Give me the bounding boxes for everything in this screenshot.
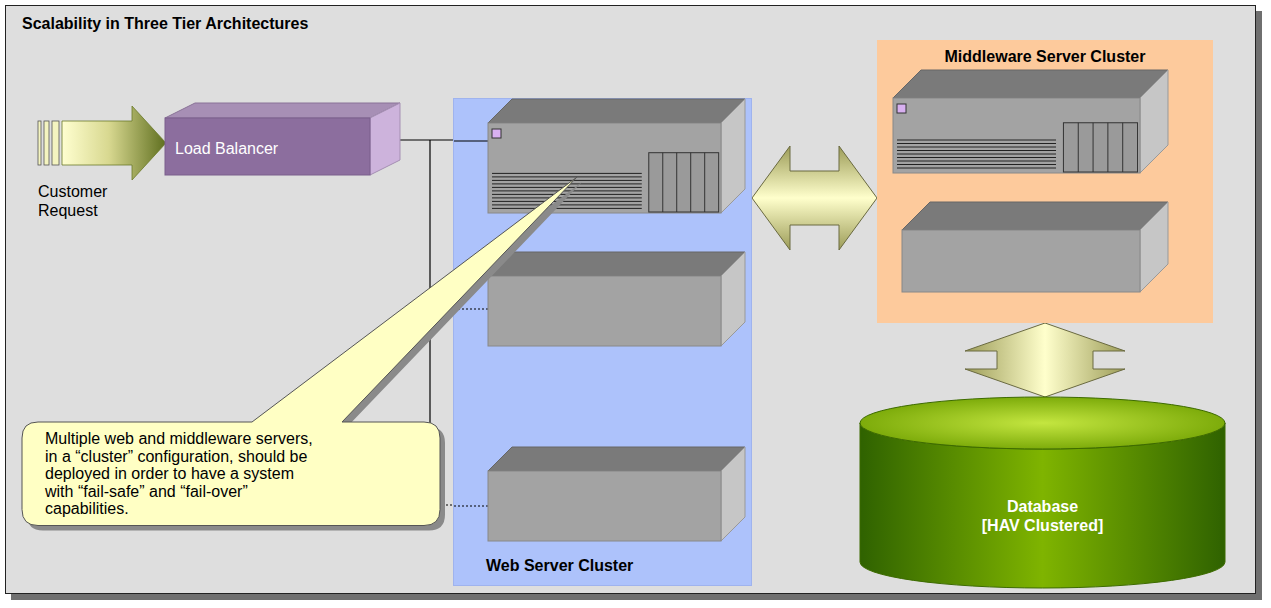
cluster-title: Web Server Cluster [486,556,633,575]
server-illustration [488,447,745,541]
big-arrow [62,106,166,180]
server-side [721,447,745,541]
double-arrow [965,323,1125,397]
database-label: Database [1007,497,1078,516]
drive-bay [1063,123,1137,172]
power-light [897,104,906,113]
drive-divider [704,153,705,212]
server-front [893,98,1140,173]
server-side [1140,70,1168,173]
vent-line [897,157,1056,158]
server-side [721,99,745,213]
vent-line [897,164,1056,165]
drive-divider [1093,123,1094,172]
dotted-wire [454,505,488,506]
drive-divider [676,153,677,212]
drive-divider [1107,123,1108,172]
customer-request-arrow [38,106,166,180]
database-cylinder-shape [860,397,1225,588]
vent-line [492,208,642,209]
box-side [370,103,400,175]
cylinder-top [860,397,1225,449]
vent-line [492,173,642,174]
server-illustration [902,202,1168,292]
server-side [721,252,745,346]
vent-line [492,190,642,191]
text-group: Web Server Cluster [486,556,633,575]
vent-line [897,150,1056,151]
server-side [1140,202,1168,292]
vent-line [492,176,642,177]
server-front [902,230,1140,292]
web-server-cluster-shape [454,99,753,587]
vent-line [897,154,1056,155]
server-front [488,276,721,346]
vent-line [897,168,1056,169]
vent-line [492,204,642,205]
vent-line [897,140,1056,141]
vent-line [897,161,1056,162]
title-box: Scalability in Three Tier Architectures [22,15,308,33]
annotation-label: Customer Request [38,182,128,220]
network-link [400,139,453,140]
double-arrow [752,146,877,250]
drive-bay [649,153,719,212]
callout-note: Multiple web and middleware servers, in … [22,422,440,526]
text-group: Multiple web and middleware servers, in … [45,430,323,518]
vent-line [492,201,642,202]
text-group: Load Balancer [175,139,278,158]
text-group: Middleware Server Cluster [877,47,1213,66]
server-illustration [488,252,745,346]
vent-line [897,147,1056,148]
arrow-bar [38,121,41,165]
middleware-server-cluster: Middleware Server Cluster [877,40,1213,323]
middleware-server-cluster-shape [877,40,1213,323]
box-front [165,118,370,175]
load-balancer: Load Balancer [165,103,400,175]
server-top [488,99,745,123]
drive-divider [1122,123,1123,172]
drive-divider [1078,123,1079,172]
power-light [492,129,501,138]
text-group: Database[HAV Clustered] [860,497,1225,535]
database-cylinder: Database[HAV Clustered] [860,397,1225,588]
label-box: Customer Request [38,182,128,220]
vent-line [492,180,642,181]
arrow-bar [52,121,59,165]
vent-line [897,143,1056,144]
diagram-title: Scalability in Three Tier Architectures [22,15,308,33]
callout-bubble [22,177,577,526]
server-illustration [488,99,745,213]
server-front [488,123,721,213]
load-balancer-shape [165,103,400,175]
server-illustration [893,70,1168,173]
cluster-title: Middleware Server Cluster [945,47,1146,66]
web-server-cluster: Web Server Cluster [453,98,752,586]
callout-text: Multiple web and middleware servers, in … [45,430,323,518]
box-top [165,103,400,118]
server-top [902,202,1168,230]
database-label: [HAV Clustered] [982,516,1104,535]
wire [454,140,488,141]
server-top [488,252,745,276]
drive-divider [690,153,691,212]
node-label: Load Balancer [175,139,278,158]
drive-divider [662,153,663,212]
server-top [488,447,745,471]
server-top [893,70,1168,98]
server-front [488,471,721,541]
arrow-bar [44,121,49,165]
